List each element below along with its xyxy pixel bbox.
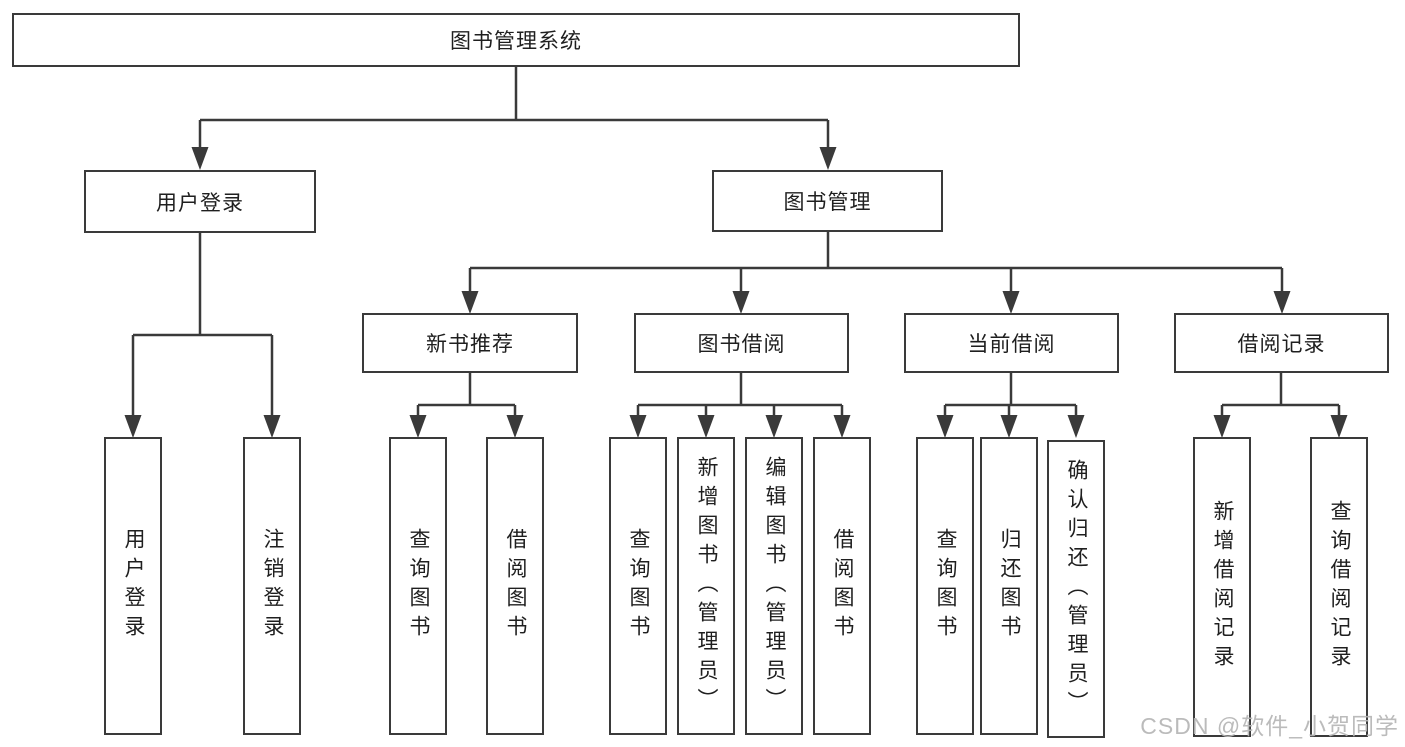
leaf-borrow-books-borrowing: 借阅图书 — [813, 437, 871, 735]
connector-current-borrowing — [943, 372, 1078, 417]
leaf-query-books-current: 查询图书 — [916, 437, 974, 735]
connector-book-borrowing — [636, 372, 844, 417]
connector-book-management — [468, 231, 1284, 293]
node-book-borrowing: 图书借阅 — [634, 313, 849, 373]
leaf-borrow-books-recommend: 借阅图书 — [486, 437, 544, 735]
leaf-confirm-return-admin: 确认归还（管理员） — [1047, 440, 1105, 738]
connector-user-login — [131, 232, 274, 417]
leaf-query-books-borrowing: 查询图书 — [609, 437, 667, 735]
leaf-query-borrow-record: 查询借阅记录 — [1310, 437, 1368, 737]
watermark: CSDN @软件_小贺同学 — [1140, 713, 1399, 739]
arrowheads — [124, 147, 1348, 438]
leaf-return-book: 归还图书 — [980, 437, 1038, 735]
leaf-edit-book-admin: 编辑图书（管理员） — [745, 437, 803, 735]
node-current-borrowing: 当前借阅 — [904, 313, 1119, 373]
connector-borrowing-records — [1220, 372, 1341, 417]
leaf-query-books-recommend: 查询图书 — [389, 437, 447, 735]
leaf-add-borrow-record: 新增借阅记录 — [1193, 437, 1251, 737]
node-borrowing-records: 借阅记录 — [1174, 313, 1389, 373]
node-book-management: 图书管理 — [712, 170, 943, 232]
leaf-user-login: 用户登录 — [104, 437, 162, 735]
leaf-add-book-admin: 新增图书（管理员） — [677, 437, 735, 735]
connector-new-book-recommend — [416, 372, 517, 417]
leaf-logout: 注销登录 — [243, 437, 301, 735]
node-library-system: 图书管理系统 — [12, 13, 1020, 67]
connector-root — [198, 66, 830, 150]
node-user-login: 用户登录 — [84, 170, 316, 233]
node-new-book-recommend: 新书推荐 — [362, 313, 578, 373]
